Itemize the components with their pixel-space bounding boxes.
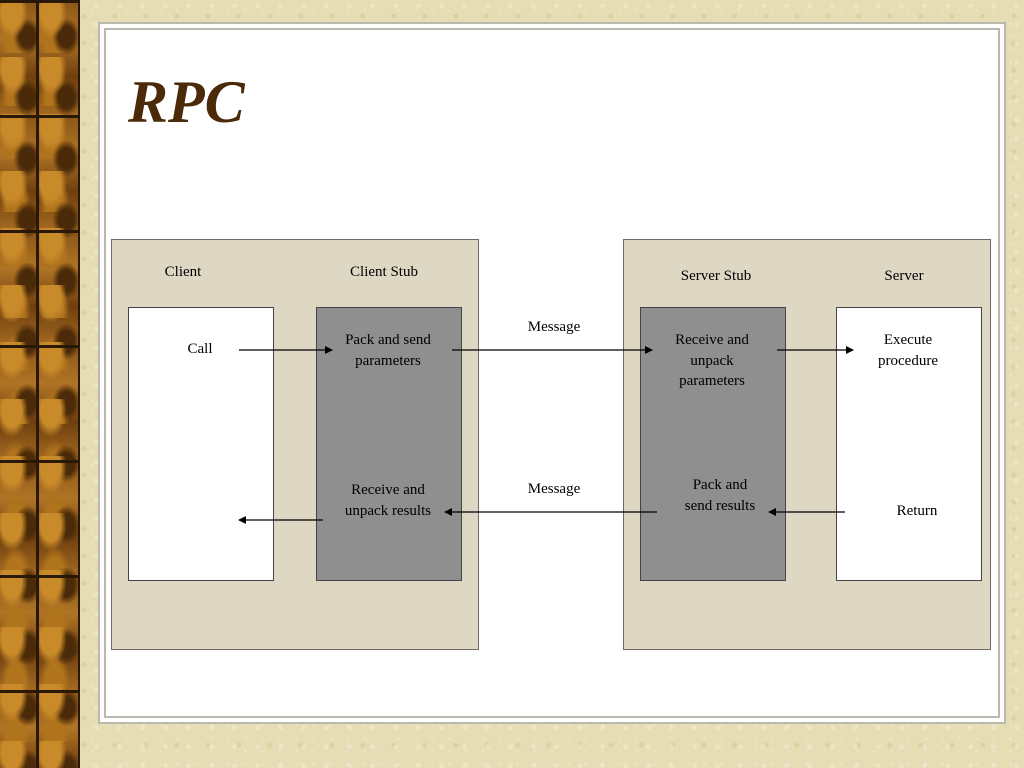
message-label-request: Message [527,319,581,335]
slide-title: RPC [128,69,245,135]
server-stub-box [640,307,786,581]
call-label: Call [187,341,213,357]
wood-border-decoration [0,0,80,768]
client-label: Client [164,264,202,280]
client-stub-label: Client Stub [350,264,418,280]
server-label: Server [884,268,924,284]
return-label: Return [896,503,938,519]
server-stub-label: Server Stub [680,268,752,284]
client-stub-box [316,307,462,581]
pack-send-parameters-label: Pack and send parameters [345,332,431,369]
execute-procedure-label: Execute procedure [878,332,938,369]
message-label-response: Message [527,481,581,497]
receive-unpack-parameters-label: Receive and unpack parameters [675,332,749,389]
server-box [836,307,982,581]
receive-unpack-results-label: Receive and unpack results [344,482,432,519]
client-box [128,307,274,581]
pack-send-results-label: Pack and send results [684,477,756,514]
